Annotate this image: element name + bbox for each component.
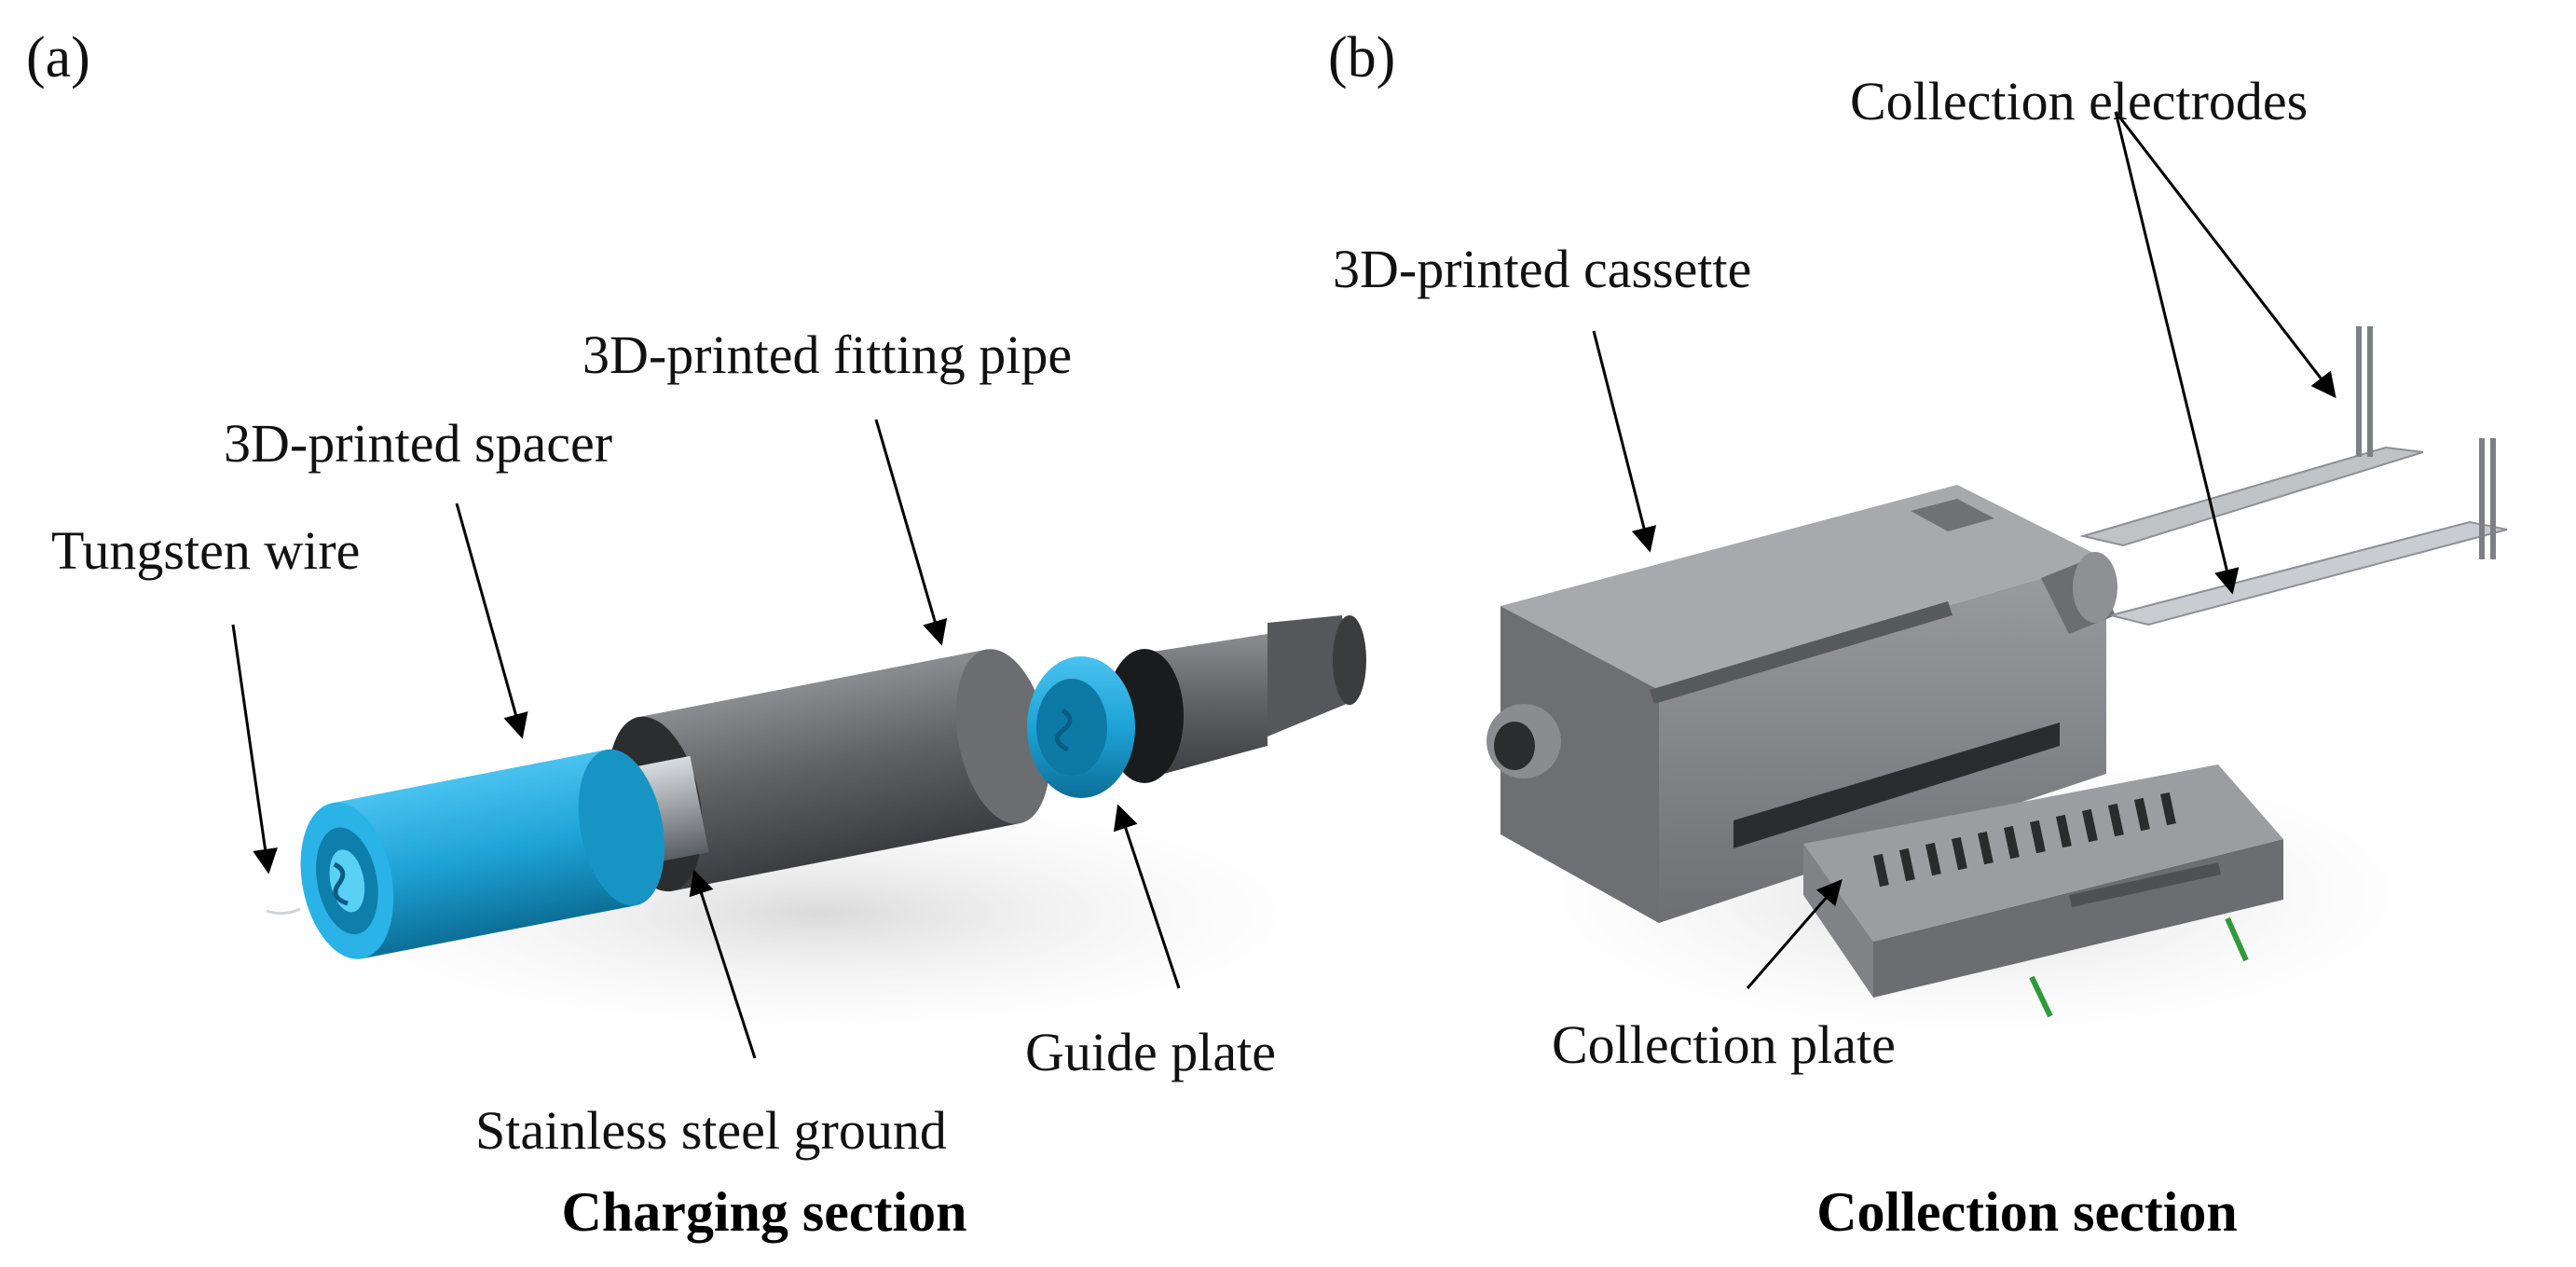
spacer-part <box>300 749 665 959</box>
cassette-part <box>1487 485 2117 923</box>
collection-electrodes-part <box>2079 326 2508 627</box>
plate-slot <box>2004 825 2020 860</box>
plate-slot <box>2108 803 2124 837</box>
caption-charging-section: Charging section <box>562 1181 967 1243</box>
plate-slot <box>2055 814 2072 848</box>
label-cassette: 3D-printed cassette <box>1333 239 1751 299</box>
label-spacer: 3D-printed spacer <box>224 413 612 474</box>
plate-slot <box>1977 831 1994 865</box>
panel-a-tag: (a) <box>26 26 90 90</box>
label-tungsten-wire: Tungsten wire <box>51 520 360 581</box>
panel-b-tag: (b) <box>1328 26 1395 90</box>
spacer-arrow <box>455 503 528 739</box>
plate-slot <box>2082 808 2098 843</box>
tungsten-wire-part <box>266 907 301 916</box>
caption-collection-section: Collection section <box>1816 1181 2238 1243</box>
collection-plate-arrow <box>1746 878 1843 989</box>
plate-slot <box>2160 792 2176 826</box>
fitting-pipe-arrow <box>874 419 948 646</box>
electrode-arrow-lower <box>2114 111 2240 595</box>
guide-plate-arrow <box>1113 804 1181 989</box>
plate-slot <box>1873 853 1889 888</box>
plate-slot <box>1952 836 1967 871</box>
label-guide-plate: Guide plate <box>1025 1022 1276 1082</box>
plate-slot <box>1899 847 1915 882</box>
plate-slot <box>2133 797 2150 832</box>
label-collection-electrodes: Collection electrodes <box>1850 71 2308 131</box>
label-stainless-ground: Stainless steel ground <box>475 1100 947 1161</box>
plate-slot <box>1925 842 1941 876</box>
stainless-ground-arrow <box>689 869 757 1059</box>
collection-plate-part <box>1803 764 2283 1018</box>
label-fitting-pipe: 3D-printed fitting pipe <box>582 324 1072 385</box>
cassette-arrow <box>1592 330 1657 553</box>
plate-slot <box>2030 819 2046 854</box>
guide-plate-part <box>1027 615 1366 798</box>
label-collection-plate: Collection plate <box>1552 1014 1896 1075</box>
electrode-arrow-upper <box>2114 111 2336 399</box>
tungsten-wire-arrow <box>231 624 278 875</box>
